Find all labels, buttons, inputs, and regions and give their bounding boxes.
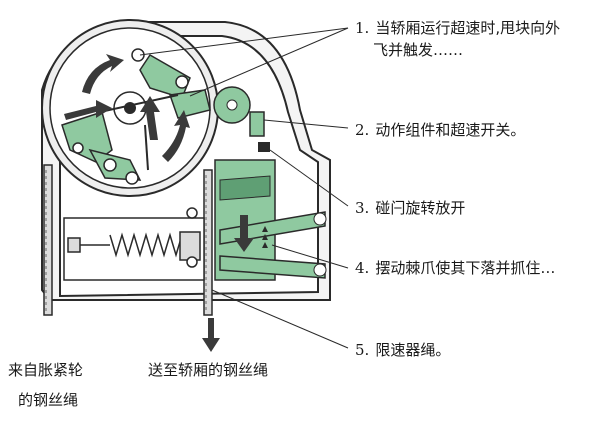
spring-assembly [63,207,205,281]
rotation-arrows [64,54,190,162]
linkage-rod [99,94,179,113]
callout-1-text-2: 飞并触发…… [373,41,464,59]
callout-5-number: 5. [355,341,370,359]
ratchet-pawl [214,159,327,281]
outgoing-rope-label: 送至轿厢的钢丝绳 [148,361,269,379]
callout-4-text: 摆动棘爪使其下落并抓住… [375,259,556,277]
pivot-pins [72,48,189,185]
callout-2-text: 动作组件和超速开关。 [375,121,526,139]
callout-5: 5. 限速器绳。 [355,340,450,360]
incoming-rope-label-2: 的钢丝绳 [18,391,79,409]
callout-2-number: 2. [355,121,370,139]
outgoing-rope [203,169,213,316]
callout-leaders [139,27,349,349]
rope-direction-arrows [202,318,220,352]
incoming-rope [43,164,53,316]
callout-1-text: 当轿厢运行超速时,甩块向外 [375,19,561,37]
trip-assembly [213,86,270,152]
callout-1: 1. 当轿厢运行超速时,甩块向外 [355,18,560,38]
callout-2: 2. 动作组件和超速开关。 [355,120,525,140]
callout-4-number: 4. [355,259,370,277]
callout-3-number: 3. [355,199,370,217]
callout-1-cont: 飞并触发…… [373,40,463,60]
spring-rod [144,124,149,171]
callout-3-text: 碰闩旋转放开 [375,199,466,217]
incoming-rope-label: 来自胀紧轮 [8,361,84,379]
callout-1-number: 1. [355,19,370,37]
callout-5-text: 限速器绳。 [375,341,451,359]
callout-4: 4. 摆动棘爪使其下落并抓住… [355,258,555,278]
callout-3: 3. 碰闩旋转放开 [355,198,465,218]
